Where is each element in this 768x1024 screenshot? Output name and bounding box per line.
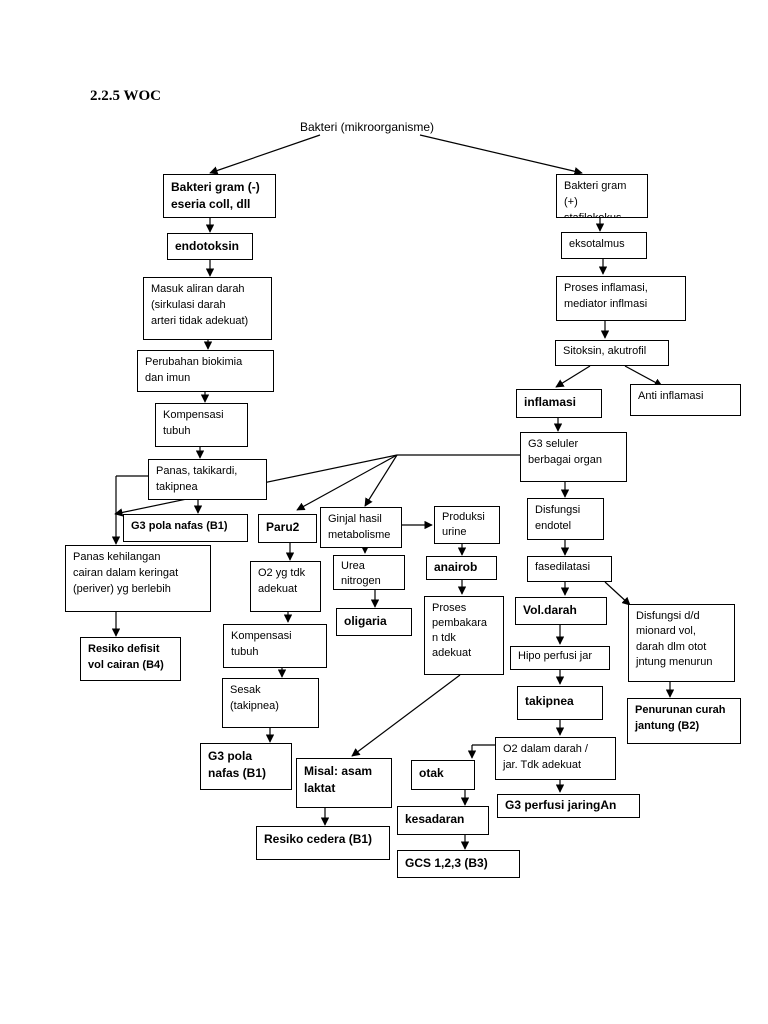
node-panas-takikardi: Panas, takikardi, takipnea	[148, 459, 267, 500]
node-g3-perfusi-jaringan: G3 perfusi jaringAn	[497, 794, 640, 818]
node-vol-darah: Vol.darah	[515, 597, 607, 625]
node-perubahan-biokimia: Perubahan biokimia dan imun	[137, 350, 274, 392]
node-otak: otak	[411, 760, 475, 790]
node-oligaria: oligaria	[336, 608, 412, 636]
node-produksi-urine: Produksi urine	[434, 506, 500, 544]
node-proses-pembakaran: Proses pembakara n tdk adekuat	[424, 596, 504, 675]
root-node-bakteri: Bakteri (mikroorganisme)	[300, 120, 435, 134]
node-g3-pola-nafas-top: G3 pola nafas (B1)	[123, 514, 248, 542]
node-penurunan-curah-jantung: Penurunan curah jantung (B2)	[627, 698, 741, 744]
node-eksotalmus: eksotalmus	[561, 232, 647, 259]
node-disfungsi-dd: Disfungsi d/d mionard vol, darah dlm oto…	[628, 604, 735, 682]
node-kompensasi-tubuh-2: Kompensasi tubuh	[223, 624, 327, 668]
node-o2-tidak-adekuat: O2 yg tdk adekuat	[250, 561, 321, 612]
node-inflamasi: inflamasi	[516, 389, 602, 418]
node-sitoksin-akutrofil: Sitoksin, akutrofil	[555, 340, 669, 366]
node-resiko-cedera: Resiko cedera (B1)	[256, 826, 390, 860]
node-masuk-aliran-darah: Masuk aliran darah (sirkulasi darah arte…	[143, 277, 272, 340]
node-o2-dalam-darah: O2 dalam darah / jar. Tdk adekuat	[495, 737, 616, 780]
node-bakteri-gram-negatif: Bakteri gram (-) eseria coll, dll	[163, 174, 276, 218]
node-bakteri-gram-positif: Bakteri gram (+) stafilokokus	[556, 174, 648, 218]
node-misal-asam-laktat: Misal: asam laktat	[296, 758, 392, 808]
node-disfungsi-endotel: Disfungsi endotel	[527, 498, 604, 540]
node-anairob: anairob	[426, 556, 497, 580]
node-resiko-defisit-vol-cairan: Resiko defisit vol cairan (B4)	[80, 637, 181, 681]
node-kompensasi-tubuh-1: Kompensasi tubuh	[155, 403, 248, 447]
node-kesadaran: kesadaran	[397, 806, 489, 835]
node-urea-nitrogen: Urea nitrogen	[333, 555, 405, 590]
node-proses-inflamasi: Proses inflamasi, mediator inflmasi	[556, 276, 686, 321]
node-gcs: GCS 1,2,3 (B3)	[397, 850, 520, 878]
node-fasedilatasi: fasedilatasi	[527, 556, 612, 582]
node-hipo-perfusi-jar: Hipo perfusi jar	[510, 646, 610, 670]
node-paru2: Paru2	[258, 514, 317, 543]
node-ginjal-hasil-metabolisme: Ginjal hasil metabolisme	[320, 507, 402, 548]
node-takipnea: takipnea	[517, 686, 603, 720]
node-endotoksin: endotoksin	[167, 233, 253, 260]
node-panas-kehilangan-cairan: Panas kehilangan cairan dalam keringat (…	[65, 545, 211, 612]
node-sesak-takipnea: Sesak (takipnea)	[222, 678, 319, 728]
node-g3-pola-nafas-bottom: G3 pola nafas (B1)	[200, 743, 292, 790]
page-heading: 2.2.5 WOC	[90, 88, 161, 104]
node-g3-seluler: G3 seluler berbagai organ	[520, 432, 627, 482]
node-anti-inflamasi: Anti inflamasi	[630, 384, 741, 416]
